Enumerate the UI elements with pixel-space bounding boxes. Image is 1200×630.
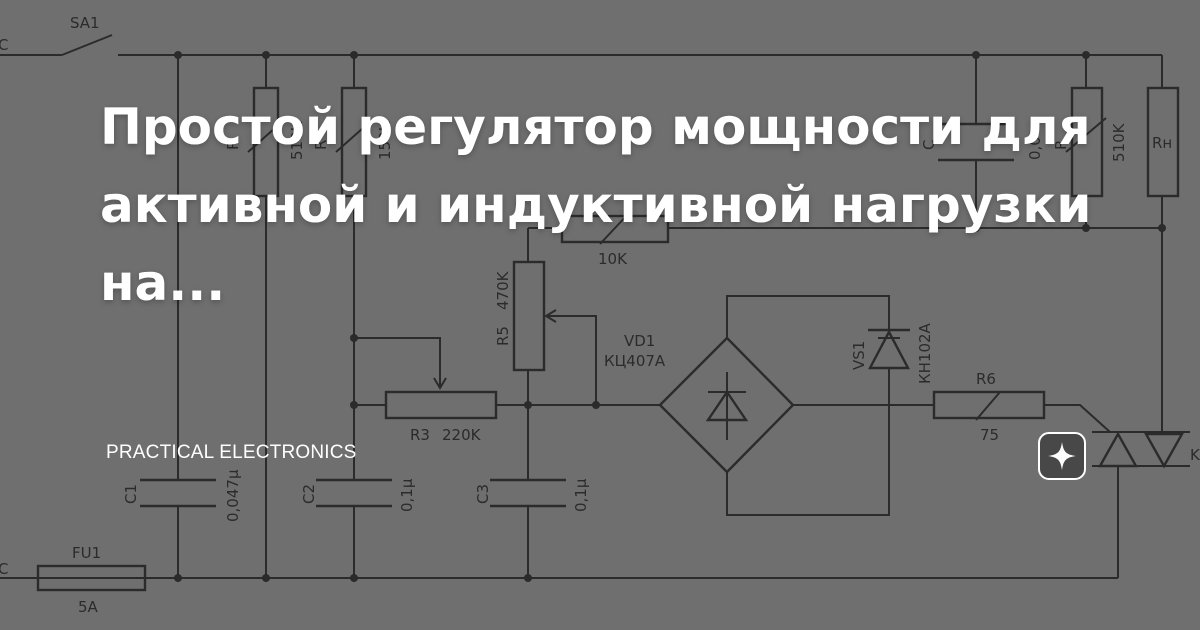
label-vd1-part: КЦ407А bbox=[604, 352, 666, 370]
junction-dots bbox=[174, 51, 1166, 582]
resistor-r3 bbox=[384, 390, 498, 420]
label-c3-value: 0,1μ bbox=[572, 478, 590, 512]
label-c1-value: 0,047μ bbox=[224, 469, 242, 522]
resistor-150k bbox=[340, 86, 368, 198]
label-vs1: VS1 bbox=[850, 341, 868, 370]
triac bbox=[1092, 431, 1190, 467]
capacitor-c3 bbox=[490, 478, 566, 508]
label-c1: C1 bbox=[122, 484, 140, 504]
label-vd1: VD1 bbox=[624, 332, 655, 350]
resistor-10k bbox=[560, 214, 670, 244]
label-fu1-value: 5A bbox=[78, 598, 99, 616]
resistor-r5 bbox=[512, 260, 546, 372]
label-c2: C2 bbox=[300, 484, 318, 504]
resistor-load bbox=[1146, 86, 1180, 198]
label-sa1: SA1 bbox=[70, 14, 100, 32]
resistor-510k-right bbox=[1070, 86, 1104, 198]
label-c2-value: 0,1μ bbox=[398, 478, 416, 512]
label-r5-value: 470K bbox=[494, 270, 512, 310]
label-r6-value: 75 bbox=[980, 426, 999, 444]
capacitor-c1 bbox=[140, 478, 216, 508]
label-c-partial: C bbox=[920, 140, 938, 150]
resistor-510k-left bbox=[252, 86, 280, 198]
label-r3-value: 220K bbox=[442, 426, 482, 444]
label-r-left-value: 510K bbox=[288, 120, 306, 160]
label-edge-right: K bbox=[1190, 446, 1200, 464]
label-r-partial-2: R bbox=[312, 140, 330, 150]
sparkle-badge[interactable] bbox=[1038, 432, 1086, 480]
label-vs1-part: КН102А bbox=[916, 322, 934, 384]
label-fu1: FU1 bbox=[72, 544, 101, 562]
article-title[interactable]: Простой регулятор мощности для активной … bbox=[100, 98, 1092, 312]
source-name[interactable]: PRACTICAL ELECTRONICS bbox=[106, 442, 357, 463]
label-r5: R5 bbox=[494, 326, 512, 346]
label-r-partial-3: R bbox=[1052, 140, 1070, 150]
label-edge-left-top: C bbox=[0, 36, 8, 54]
capacitor-c2 bbox=[316, 478, 392, 508]
label-r-mid-value: 150K bbox=[376, 120, 394, 160]
label-c3: C3 bbox=[474, 484, 492, 504]
label-r-partial-1: R bbox=[224, 140, 242, 150]
label-cap-partial-value: 0,0 bbox=[1026, 136, 1044, 160]
resistor-r6 bbox=[932, 390, 1046, 420]
capacitor-right bbox=[938, 122, 1014, 162]
sparkle-icon bbox=[1048, 442, 1076, 470]
label-r6: R6 bbox=[976, 370, 996, 388]
label-r-right-value: 510K bbox=[1110, 122, 1128, 162]
label-r3: R3 bbox=[410, 426, 430, 444]
label-r-load: Rн bbox=[1152, 134, 1172, 152]
label-edge-left-bottom: C bbox=[0, 560, 8, 578]
label-r-10k-value: 10K bbox=[598, 250, 628, 268]
